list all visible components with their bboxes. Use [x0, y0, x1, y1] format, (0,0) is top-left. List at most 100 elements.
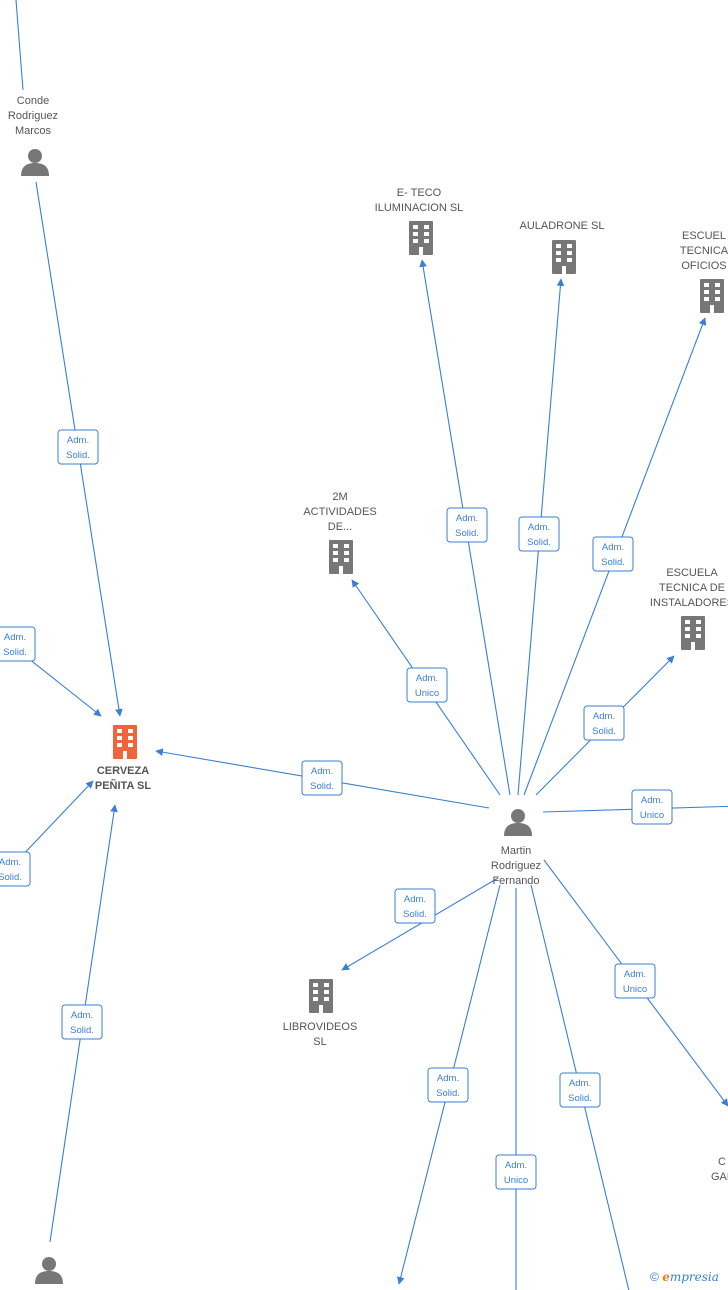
brand-initial: e [662, 1270, 670, 1284]
edge-label[interactable]: Adm. Solid. [583, 705, 625, 741]
node-label: E- TECO [397, 187, 442, 199]
edge-label[interactable]: Adm. Solid. [427, 1067, 469, 1103]
edge-label-box [518, 516, 560, 552]
edge-label-text: Adm. [437, 1073, 459, 1084]
edge-label[interactable]: Adm. Solid. [57, 429, 99, 465]
edge-label-box [61, 1004, 103, 1040]
node-label: ILUMINACION SL [375, 202, 464, 214]
edge-label[interactable]: Adm.Unico [495, 1154, 537, 1190]
node-cerveza[interactable]: CERVEZA PEÑITA SL [95, 725, 152, 792]
edge-label-box [406, 667, 448, 703]
node-label: 2M [332, 491, 347, 503]
node-auladrone[interactable]: AULADRONE SL [520, 220, 605, 274]
node-eteco[interactable]: E- TECO ILUMINACION SL [375, 187, 464, 255]
edge-line-conde-top [15, 0, 24, 91]
edge-label-text: Adm. [505, 1160, 527, 1171]
node-label: ESCUEL [682, 230, 726, 242]
edge-label[interactable]: Adm.Solid. [301, 760, 343, 796]
edge-e3: Adm. Solid. [0, 780, 94, 887]
edge-label-text: Solid. [3, 647, 27, 658]
edge-label-text: Solid. [436, 1088, 460, 1099]
node-label: OFICIOS [681, 260, 726, 272]
edge-label[interactable]: Adm. Unico [406, 667, 448, 703]
edge-label-text: Unico [415, 688, 439, 699]
edge-label-text: Adm. [528, 522, 550, 533]
edge-label[interactable]: Adm. Solid. [0, 851, 31, 887]
edge-label-text: Adm. [0, 857, 21, 868]
node-label: Rodriguez [8, 110, 58, 122]
edge-label[interactable]: Adm. Solid. [518, 516, 560, 552]
node-label: CERVEZA [97, 765, 149, 777]
edge-label-box [446, 507, 488, 543]
node-label: C [718, 1156, 726, 1168]
building-icon [409, 221, 433, 255]
edge-e11: Adm. Solid. [535, 655, 675, 796]
edge-label-text: Adm. [311, 766, 333, 777]
building-icon [681, 616, 705, 650]
node-label: DE... [328, 521, 352, 533]
node-person_bottom[interactable] [35, 1257, 63, 1284]
edge-label-box [394, 888, 436, 924]
edge-label-text: Adm. [624, 969, 646, 980]
edge-label-box [57, 429, 99, 465]
brand-logo[interactable]: empresia [662, 1270, 719, 1284]
node-label: LIBROVIDEOS [283, 1021, 358, 1033]
edge-label-text: Adm. [416, 673, 438, 684]
node-label: Martin [501, 845, 532, 857]
node-label: Conde [17, 95, 49, 107]
node-gal[interactable]: C GAL [711, 1156, 728, 1183]
edge-label[interactable]: Adm.Solid. [394, 888, 436, 924]
edge-label-text: Solid. [527, 537, 551, 548]
edge-label-text: Adm. [404, 894, 426, 905]
edge-label-text: Solid. [0, 872, 22, 883]
edge-label-text: Adm. [593, 711, 615, 722]
edge-label-box [583, 705, 625, 741]
node-label: TECNICA [680, 245, 728, 257]
edge-label-text: Adm. [67, 435, 89, 446]
node-label: Fernando [492, 875, 539, 887]
edge-label[interactable]: Adm.Unico [614, 963, 656, 999]
edge-label[interactable]: Adm.Unico [631, 789, 673, 825]
building-icon [329, 540, 353, 574]
edge-label-box [631, 789, 673, 825]
edge-label-text: Solid. [455, 528, 479, 539]
node-label: Rodriguez [491, 860, 541, 872]
edge-label-text: Solid. [601, 557, 625, 568]
edge-label[interactable]: Adm.Solid. [559, 1072, 601, 1108]
edge-label[interactable]: Adm. Solid. [592, 536, 634, 572]
edge-label-text: Unico [640, 810, 664, 821]
edge-label-text: Solid. [66, 450, 90, 461]
copyright-footer: © empresia [650, 1270, 719, 1284]
edge-label-box [0, 851, 31, 887]
person-icon [21, 149, 49, 176]
person-icon [504, 809, 532, 836]
edge-e15: Adm.Unico [495, 888, 537, 1290]
edge-label-text: Adm. [456, 513, 478, 524]
edge-label-box [592, 536, 634, 572]
node-label: PEÑITA SL [95, 779, 152, 792]
edge-label[interactable]: Adm.Solid. [61, 1004, 103, 1040]
building-icon [113, 725, 137, 759]
edge-label[interactable]: Adm.Solid. [0, 626, 36, 662]
copyright-symbol: © [650, 1270, 659, 1284]
node-2m[interactable]: 2MACTIVIDADESDE... [303, 491, 377, 574]
edge-label-text: Adm. [602, 542, 624, 553]
brand-name: mpresia [669, 1270, 719, 1284]
node-label: GAL [711, 1171, 728, 1183]
edge-label-text: Adm. [71, 1010, 93, 1021]
person-icon [35, 1257, 63, 1284]
edge-label-box [301, 760, 343, 796]
edge-label-text: Solid. [592, 726, 616, 737]
edge-e2: Adm.Solid. [0, 626, 102, 717]
edge-label[interactable]: Adm. Solid. [446, 507, 488, 543]
edge-e8: Adm. Solid. [419, 259, 511, 796]
node-escuela_oficios[interactable]: ESCUEL TECNICA OFICIOS [680, 230, 728, 313]
edge-label-box [427, 1067, 469, 1103]
